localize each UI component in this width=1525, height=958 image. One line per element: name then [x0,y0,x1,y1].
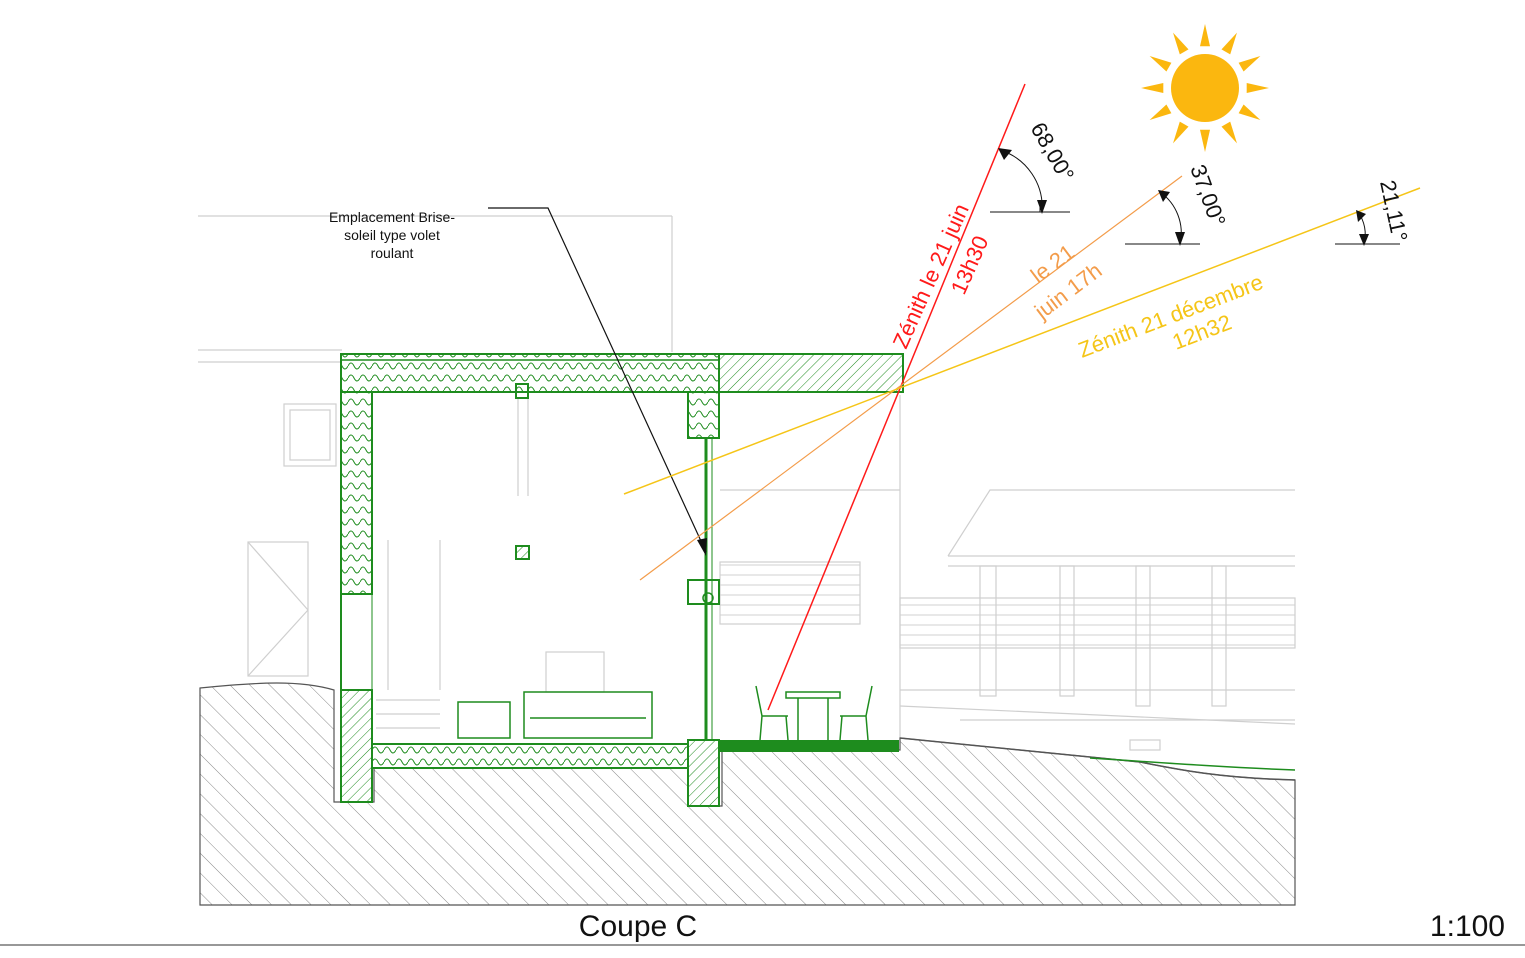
sun-ray-spike [1173,121,1189,144]
ray-december [623,187,1421,495]
sun-ray-spike [1238,56,1261,72]
building-structure [340,353,904,807]
sun-ray-spike [1221,121,1237,144]
sun-ray-spike [1246,83,1269,93]
svg-text:soleil type volet: soleil type volet [344,227,440,243]
svg-text:roulant: roulant [371,245,414,261]
angle-june-17h: 37,00° [1185,161,1230,230]
brise-soleil-callout: Emplacement Brise- soleil type volet rou… [329,207,707,556]
drawing-scale: 1:100 [1430,910,1505,943]
sun-ray-spike [1141,83,1164,93]
sun-ray-spike [1149,104,1172,120]
sun-ray-spike [1173,32,1189,55]
ray-june-17h [639,175,1183,581]
angle-december: 21,11° [1375,178,1412,244]
sun-icon [1141,24,1269,152]
sun-ray-spike [1221,32,1237,55]
sun-ray-spike [1149,56,1172,72]
ray-labels: Zénith le 21 juin 13h30 68,00° le 21 jui… [888,118,1413,363]
sun-ray-spike [1200,24,1210,47]
drawing-title: Coupe C [579,910,697,943]
sun-rays [623,83,1421,711]
sun-ray-spike [1238,104,1261,120]
ray-june-noon [767,83,1026,711]
svg-text:Emplacement Brise-: Emplacement Brise- [329,209,455,225]
background-context [198,215,1296,751]
sun-ray-spike [1200,129,1210,152]
angle-markers [990,148,1400,246]
